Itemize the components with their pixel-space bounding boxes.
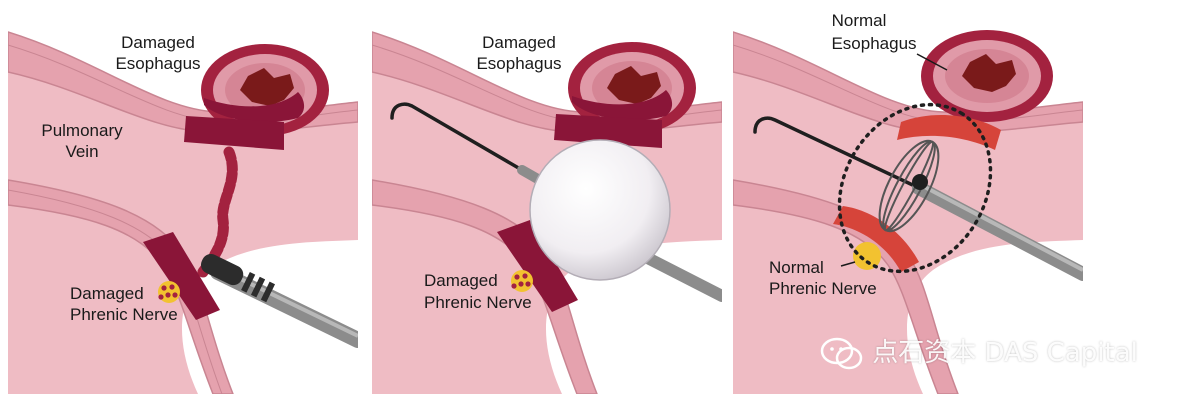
vein-label-line1: Pulmonary	[41, 121, 123, 140]
panel-rf-ablation: Damaged Esophagus Pulmonary Vein Damaged…	[8, 10, 358, 394]
cryoballoon	[529, 139, 671, 281]
nerve-bundle-icon	[511, 270, 533, 292]
esophagus-label-line1: Normal	[832, 11, 887, 30]
esophagus-label-line1: Damaged	[482, 33, 556, 52]
watermark-text: 点石资本 DAS Capital	[872, 338, 1138, 368]
panel-3-illustration: Normal Esophagus Normal Phrenic Nerve	[733, 10, 1083, 394]
esophagus-label-line2: Esophagus	[476, 54, 561, 73]
watermark: 点石资本 DAS Capital	[820, 332, 1138, 371]
esophagus-label-line2: Esophagus	[115, 54, 200, 73]
panel-1-illustration: Damaged Esophagus Pulmonary Vein Damaged…	[8, 10, 358, 394]
nerve-label-line2: Phrenic Nerve	[70, 305, 178, 324]
nerve-label-line1: Damaged	[424, 271, 498, 290]
panel-pulsed-field: Normal Esophagus Normal Phrenic Nerve	[733, 10, 1083, 394]
energy-field-outline	[837, 102, 993, 274]
vein-label-line2: Vein	[65, 142, 98, 161]
panel-cryoballoon: Damaged Esophagus Damaged Phrenic Nerve	[372, 10, 722, 394]
esophagus-label-line2: Esophagus	[831, 34, 916, 53]
nerve-label-line2: Phrenic Nerve	[424, 293, 532, 312]
nerve-label-line1: Normal	[769, 258, 824, 277]
panel-2-illustration: Damaged Esophagus Damaged Phrenic Nerve	[372, 10, 722, 394]
wechat-icon	[820, 337, 863, 369]
nerve-label-line1: Damaged	[70, 284, 144, 303]
esophagus-label-line1: Damaged	[121, 33, 195, 52]
nerve-bundle-icon	[158, 281, 180, 303]
nerve-bundle-icon	[853, 242, 881, 270]
nerve-label-line2: Phrenic Nerve	[769, 279, 877, 298]
